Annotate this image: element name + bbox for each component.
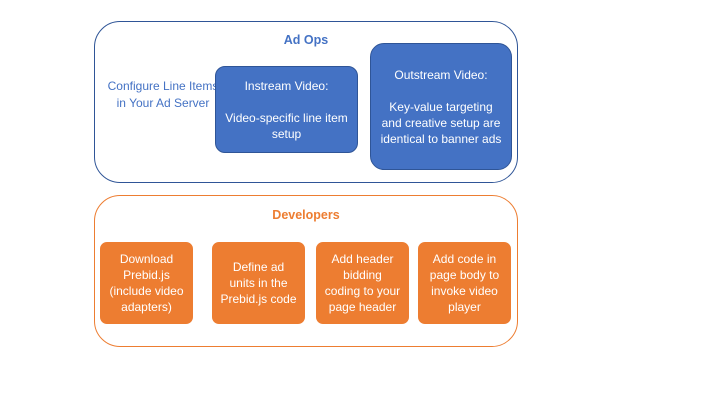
step-add-header-bidding-label: Add header bidding coding to your page h…	[324, 252, 401, 314]
step-download-prebid: Download Prebid.js (include video adapte…	[99, 241, 194, 325]
outstream-video-title: Outstream Video:	[394, 67, 488, 82]
step-add-page-body-code: Add code in page body to invoke video pl…	[417, 241, 512, 325]
instream-video-box: Instream Video: Video-specific line item…	[215, 66, 358, 153]
step-define-ad-units-label: Define ad units in the Prebid.js code	[220, 260, 297, 306]
step-add-header-bidding: Add header bidding coding to your page h…	[315, 241, 410, 325]
outstream-video-box: Outstream Video: Key-value targeting and…	[370, 43, 512, 170]
instream-video-body: Video-specific line item setup	[225, 110, 348, 141]
ad-ops-title: Ad Ops	[283, 33, 329, 47]
step-define-ad-units: Define ad units in the Prebid.js code	[211, 241, 306, 325]
ad-ops-group: Ad Ops Configure Line Items in Your Ad S…	[94, 21, 518, 183]
configure-line-items-label: Configure Line Items in Your Ad Server	[107, 79, 219, 110]
developers-title: Developers	[272, 208, 340, 222]
developers-group: Developers Download Prebid.js (include v…	[94, 195, 518, 347]
step-download-prebid-label: Download Prebid.js (include video adapte…	[109, 252, 184, 314]
outstream-video-body: Key-value targeting and creative setup a…	[380, 99, 502, 146]
instream-video-title: Instream Video:	[244, 78, 329, 93]
step-add-page-body-code-label: Add code in page body to invoke video pl…	[429, 252, 500, 314]
